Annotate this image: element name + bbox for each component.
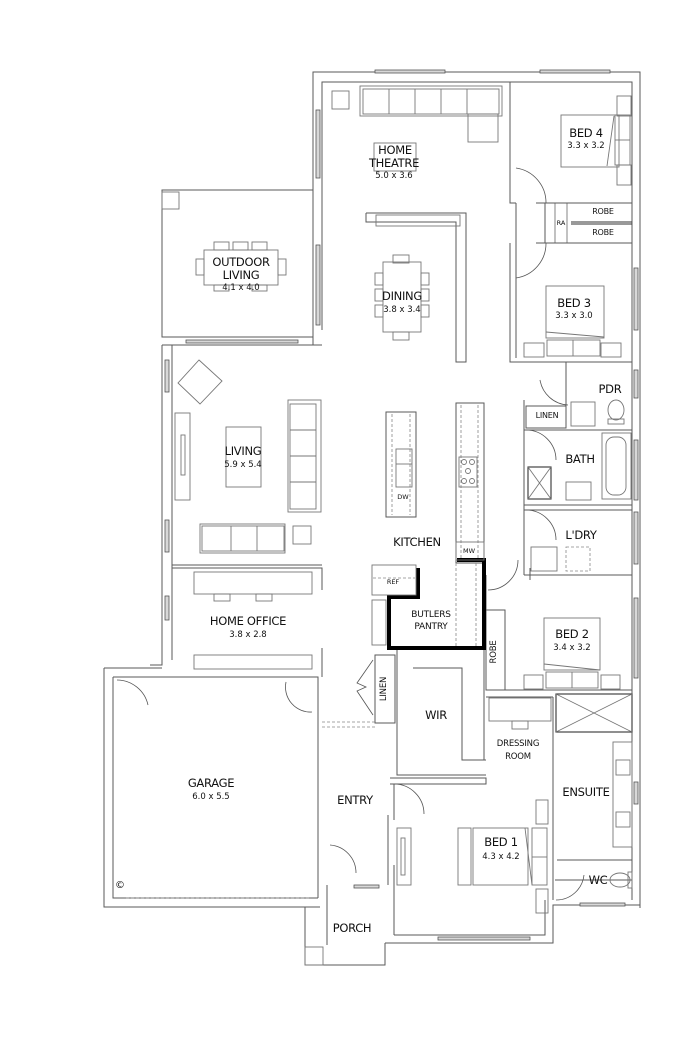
room-dims: 4.3 x 4.2 — [482, 852, 520, 862]
room-kitchen: KITCHEN — [393, 535, 441, 549]
microwave-label: MW — [462, 547, 476, 555]
room-dims: 3.4 x 3.2 — [553, 643, 591, 653]
room-name-line1: OUTDOOR — [212, 255, 270, 269]
room-dims: 3.3 x 3.0 — [555, 311, 593, 321]
room-name: BED 2 — [555, 627, 589, 641]
room-laundry: L'DRY — [565, 528, 597, 542]
room-robe-bed2: ROBE — [489, 640, 499, 664]
room-linen-lower: LINEN — [379, 676, 389, 702]
room-ensuite: ENSUITE — [562, 785, 610, 799]
room-name-line1: HOME — [378, 143, 412, 157]
room-name-line1: DRESSING — [496, 739, 540, 749]
outer-walls — [103, 71, 641, 966]
room-dims: 5.0 x 3.6 — [375, 171, 413, 181]
room-name-line2: LIVING — [222, 268, 260, 282]
room-dims: 3.8 x 3.4 — [383, 305, 421, 315]
room-linen-upper: LINEN — [535, 411, 559, 420]
copyright-icon: © — [115, 880, 125, 891]
room-dims: 5.9 x 5.4 — [224, 460, 262, 470]
dishwasher-label: DW — [397, 493, 409, 501]
windows — [164, 69, 639, 941]
room-dims: 3.8 x 2.8 — [229, 630, 267, 640]
refrigerator-label: REF — [386, 578, 400, 586]
doors — [116, 167, 585, 901]
furniture — [161, 85, 633, 914]
room-name: HOME OFFICE — [209, 614, 287, 628]
room-wir: WIR — [425, 708, 447, 722]
room-name: BED 4 — [569, 126, 603, 140]
room-name: BED 3 — [557, 296, 591, 310]
room-bath: BATH — [565, 452, 595, 466]
room-name-line2: ROOM — [505, 752, 531, 762]
room-name: GARAGE — [187, 776, 235, 790]
room-porch: PORCH — [332, 921, 372, 935]
room-wc: WC — [588, 873, 608, 887]
room-name: BED 1 — [484, 835, 518, 849]
room-dims: 4.1 x 4.0 — [222, 283, 260, 293]
robe-bottom-label: ROBE — [592, 228, 614, 237]
robe-top-label: ROBE — [592, 207, 614, 216]
return-air-label: RA — [556, 219, 566, 227]
room-name: DINING — [382, 289, 422, 303]
room-name-line2: PANTRY — [414, 622, 448, 632]
room-entry: ENTRY — [337, 793, 373, 807]
room-name: LIVING — [224, 444, 262, 458]
room-name-line1: BUTLERS — [411, 610, 451, 620]
room-dims: 6.0 x 5.5 — [192, 792, 230, 802]
room-name-line2: THEATRE — [368, 156, 420, 170]
room-pdr: PDR — [598, 382, 622, 396]
room-dims: 3.3 x 3.2 — [567, 141, 605, 151]
